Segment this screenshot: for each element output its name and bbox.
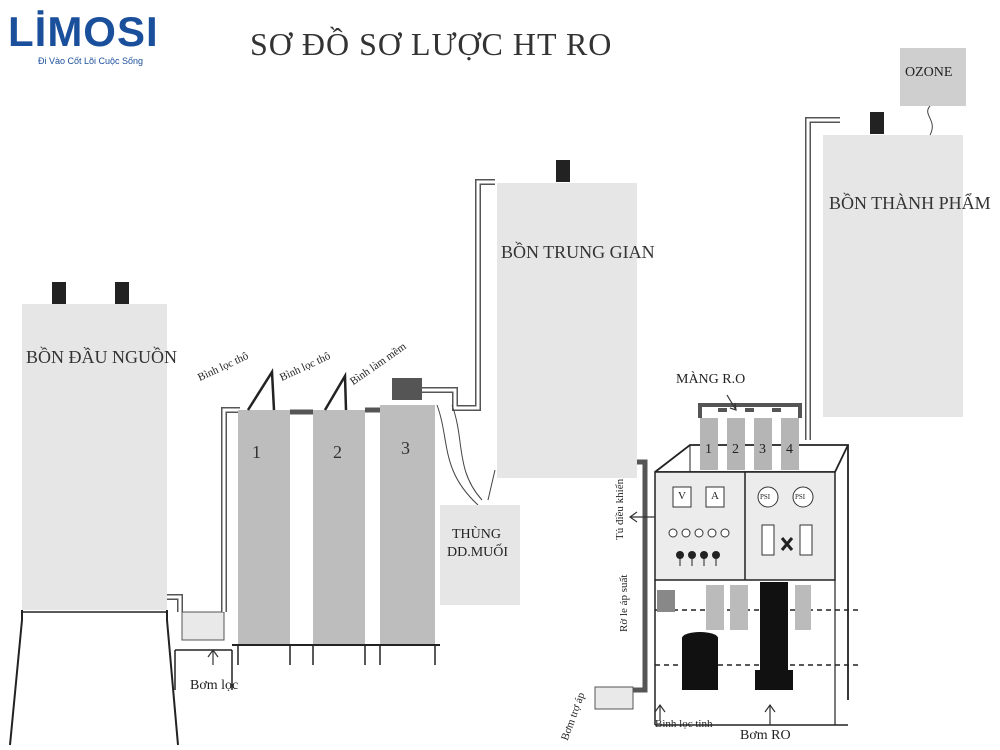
source-tank-body (22, 304, 167, 610)
softener-valve-head (392, 378, 422, 400)
intermediate-tank (497, 160, 637, 478)
filter-3-body (380, 405, 435, 645)
ozone-box (900, 48, 966, 106)
logo-tagline: Đi Vào Cốt Lõi Cuộc Sống (38, 56, 144, 66)
membrane-number-3: 3 (759, 442, 766, 457)
filter-2-body (313, 410, 365, 645)
source-tank (9, 282, 179, 746)
logo: LİMOSI Đi Vào Cốt Lõi Cuộc Sống (8, 8, 188, 72)
product-tank-label: BỒN THÀNH PHẨM (829, 193, 991, 213)
filter-2-number: 2 (333, 442, 342, 462)
source-tank-label: BỒN ĐẦU NGUỒN (26, 347, 177, 367)
filter-1-body (238, 410, 290, 645)
psi-gauge-2-label: PSI (795, 493, 806, 501)
source-tank-cap-left (52, 282, 66, 304)
logo-word: LİMOSI (8, 8, 159, 55)
ro-membrane-title: MÀNG R.O (676, 372, 746, 387)
filter-pump-arrow (207, 648, 219, 665)
ammeter-label: A (711, 490, 719, 502)
salt-tank-label-2: DD.MUỐI (447, 545, 509, 560)
filter-row (232, 179, 496, 665)
membrane-number-2: 2 (732, 442, 739, 457)
precision-filter-label: Bình lọc tinh (655, 718, 713, 730)
intermediate-tank-label: BỒN TRUNG GIAN (501, 242, 655, 262)
ro-pump-label: Bơm RO (740, 728, 791, 743)
source-tank-legs (9, 610, 179, 746)
diagram-title: SƠ ĐỒ SƠ LƯỢC HT RO (250, 26, 613, 62)
ozone-label: OZONE (905, 65, 953, 80)
psi-gauge-1-label: PSI (760, 493, 771, 501)
source-tank-cap-right (115, 282, 129, 304)
filter-3-number: 3 (401, 438, 410, 458)
salt-tank-body (440, 505, 520, 605)
control-cabinet-label: Tủ điều khiển (614, 478, 626, 540)
filter-pump-label: Bơm lọc (190, 678, 239, 693)
membrane-number-4: 4 (786, 442, 793, 457)
filter-pump (167, 594, 233, 690)
pressure-relay-label: Rờ le áp suất (618, 574, 630, 632)
ro-unit (594, 394, 858, 726)
filter-1-number: 1 (252, 442, 261, 462)
membrane-number-1: 1 (705, 442, 712, 457)
voltmeter-label: V (678, 490, 686, 502)
product-tank (823, 112, 963, 417)
salt-tank-label-1: THÙNG (452, 527, 501, 542)
